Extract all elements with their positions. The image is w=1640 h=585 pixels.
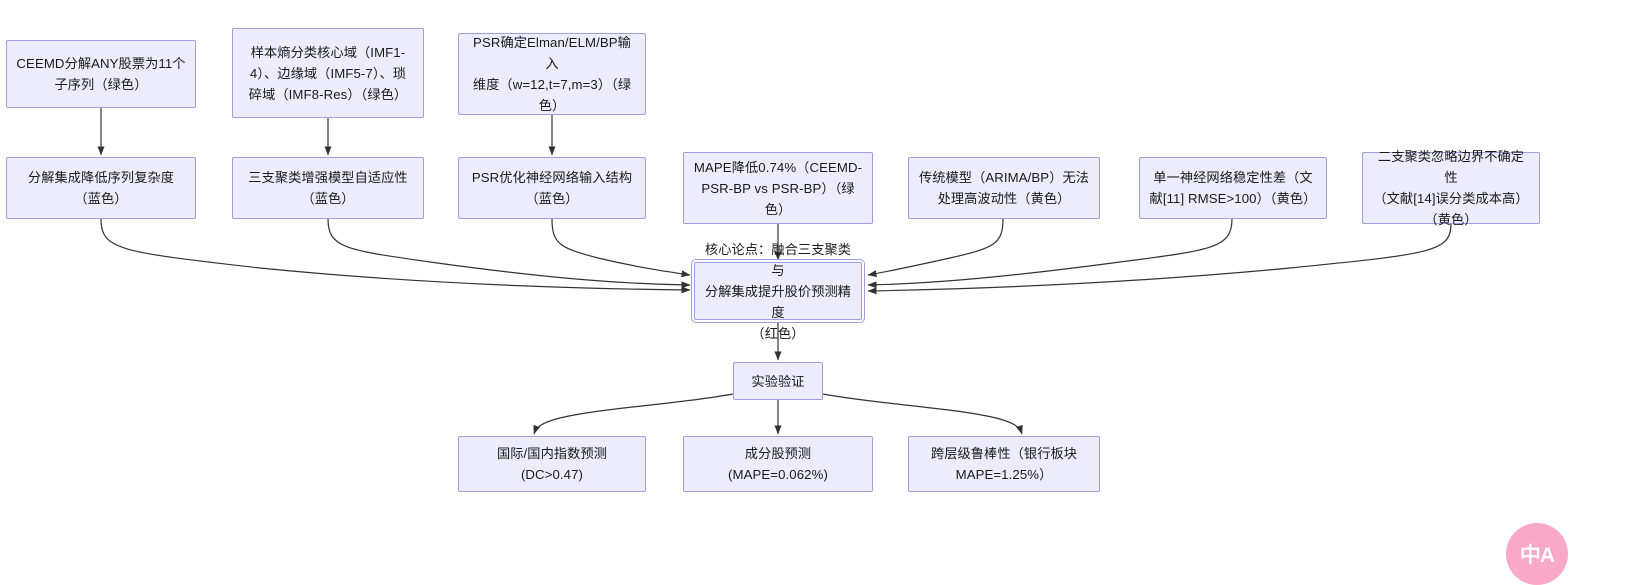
node-mape-reduction[interactable]: MAPE降低0.74%（CEEMD- PSR-BP vs PSR-BP）（绿 色… (683, 152, 873, 224)
node-traditional-model-limit[interactable]: 传统模型（ARIMA/BP）无法 处理高波动性（黄色） (908, 157, 1100, 219)
edge-traditional-to-core (867, 218, 1004, 277)
node-three-way-adaptivity[interactable]: 三支聚类增强模型自适应性 （蓝色） (232, 157, 424, 219)
node-sample-entropy[interactable]: 样本熵分类核心域（IMF1- 4）、边缘域（IMF5-7）、琐 碎域（IMF8-… (232, 28, 424, 118)
edge-singlenn-to-core (867, 218, 1233, 289)
node-two-way-cluster-limit[interactable]: 二支聚类忽略边界不确定性 （文献[14]误分类成本高） （黄色） (1362, 149, 1540, 227)
watermark-badge: 中A (1506, 523, 1568, 585)
node-psr-input-dim[interactable]: PSR确定Elman/ELM/BP输入 维度（w=12,t=7,m=3）（绿 色… (458, 33, 646, 115)
node-psr-optimize[interactable]: PSR优化神经网络输入结构 （蓝色） (458, 157, 646, 219)
edge-complexity-to-core (100, 218, 691, 294)
node-index-prediction[interactable]: 国际/国内指数预测 (DC>0.47) (458, 436, 646, 492)
edge-twoway-to-core (867, 223, 1452, 295)
node-experiment-validation[interactable]: 实验验证 (733, 362, 823, 400)
node-single-nn-unstable[interactable]: 单一神经网络稳定性差（文 献[11] RMSE>100）（黄色） (1139, 157, 1327, 219)
edge-adaptivity-to-core (327, 218, 691, 289)
edge-validation-to-index (533, 393, 734, 435)
edge-validation-to-robustness (822, 393, 1023, 435)
node-core-claim[interactable]: 核心论点：融合三支聚类与 分解集成提升股价预测精度 （红色） (691, 242, 865, 341)
node-constituent-stock-prediction[interactable]: 成分股预测 (MAPE=0.062%) (683, 436, 873, 492)
edge-optimize-to-core (551, 218, 691, 278)
node-reduce-complexity[interactable]: 分解集成降低序列复杂度 （蓝色） (6, 157, 196, 219)
node-ceemd-decompose[interactable]: CEEMD分解ANY股票为11个 子序列（绿色） (6, 40, 196, 108)
node-cross-level-robustness[interactable]: 跨层级鲁棒性（银行板块 MAPE=1.25%） (908, 436, 1100, 492)
